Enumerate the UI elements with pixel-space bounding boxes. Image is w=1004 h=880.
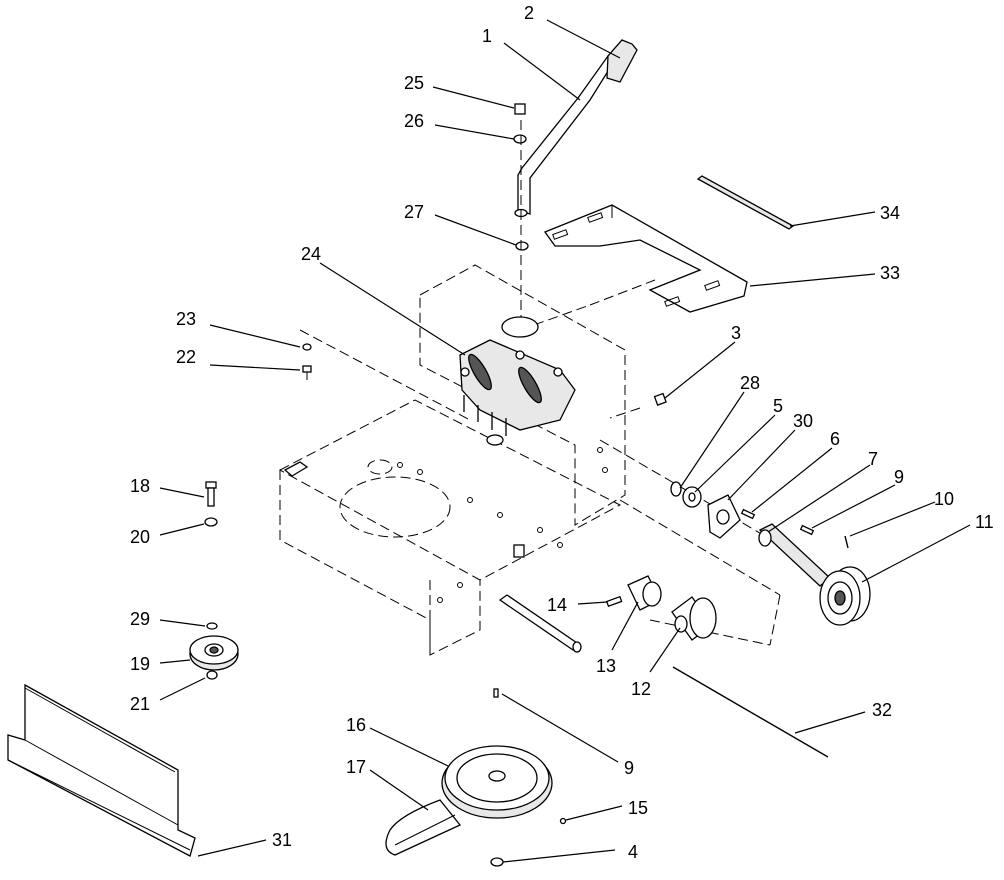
callout-5: 5 [773, 396, 783, 416]
callout-13: 13 [596, 656, 616, 676]
callout-6: 6 [830, 429, 840, 449]
callout-25: 25 [404, 73, 424, 93]
handle-lever [514, 39, 638, 218]
callout-15: 15 [628, 798, 648, 818]
transmission-24 [459, 316, 576, 446]
callout-19: 19 [130, 654, 150, 674]
callout-18: 18 [130, 476, 150, 496]
callout-31: 31 [272, 830, 292, 850]
callout-34: 34 [880, 203, 900, 223]
callout-33: 33 [880, 263, 900, 283]
leader-lines [159, 19, 971, 863]
callout-16: 16 [346, 715, 366, 735]
pulley-19 [189, 622, 239, 680]
callout-30: 30 [793, 411, 813, 431]
callout-12: 12 [631, 679, 651, 699]
callout-2: 2 [524, 3, 534, 23]
bracket-33 [543, 204, 748, 313]
callout-20: 20 [130, 527, 150, 547]
callout-7: 7 [868, 449, 878, 469]
callout-28: 28 [740, 373, 760, 393]
callout-22: 22 [176, 347, 196, 367]
frame [278, 264, 821, 656]
small-parts [490, 688, 567, 867]
callout-27: 27 [404, 202, 424, 222]
callout-29: 29 [130, 609, 150, 629]
pulley-16-belt-17 [385, 745, 553, 856]
rod-32 [672, 666, 829, 758]
guard-31 [7, 683, 196, 857]
callout-numbers: 2 1 25 26 27 24 23 22 34 33 3 28 5 30 6 … [130, 3, 994, 862]
callout-17: 17 [346, 757, 366, 777]
bolt-18-washer-20 [204, 481, 218, 527]
hardware-22-23 [302, 343, 312, 380]
strip-34 [696, 175, 795, 230]
callout-3: 3 [731, 323, 741, 343]
callout-26: 26 [404, 111, 424, 131]
callout-9: 9 [894, 467, 904, 487]
callout-9-lower: 9 [624, 758, 634, 778]
callout-32: 32 [872, 700, 892, 720]
callout-21: 21 [130, 694, 150, 714]
coupler-assembly [498, 544, 717, 653]
callout-23: 23 [176, 309, 196, 329]
callout-24: 24 [301, 244, 321, 264]
hardware-stack [513, 103, 529, 330]
callout-11: 11 [975, 512, 994, 532]
shaft-assembly [653, 392, 871, 626]
callout-10: 10 [934, 489, 954, 509]
callout-1: 1 [482, 26, 492, 46]
callout-4: 4 [628, 842, 638, 862]
callout-14: 14 [547, 595, 567, 615]
